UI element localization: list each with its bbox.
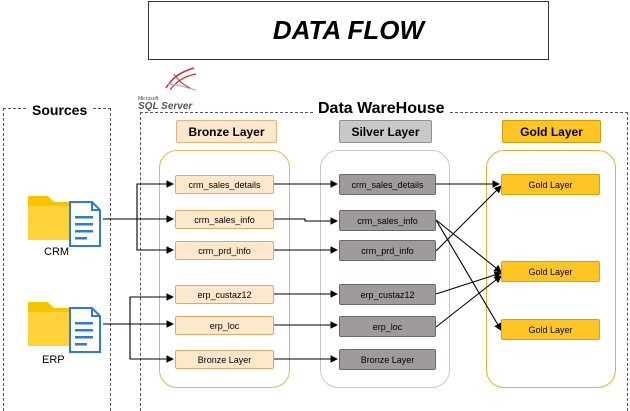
connector-crm-to-crm-sales-details	[103, 180, 175, 220]
bronze-node-crm-prd-info: crm_prd_info	[175, 241, 274, 260]
sources-heading: Sources	[28, 102, 92, 118]
bronze-node-erp-loc: erp_loc	[175, 316, 274, 335]
page-title: DATA FLOW	[148, 1, 549, 60]
connector-silver-to-gold-6	[435, 275, 502, 328]
bronze-node-bronze-layer: Bronze Layer	[175, 350, 274, 369]
bronze-layer-heading: Bronze Layer	[176, 120, 277, 143]
bronze-node-crm-sales-info: crm_sales_info	[175, 210, 274, 229]
connector-erp-to-erp-custaz12	[103, 293, 175, 325]
silver-node-crm-prd-info: crm_prd_info	[339, 240, 436, 261]
erp-label: ERP	[42, 354, 65, 366]
silver-node-erp-custaz12: erp_custaz12	[339, 284, 436, 305]
silver-node-crm-sales-info: crm_sales_info	[339, 210, 436, 231]
crm-label: CRM	[44, 246, 70, 258]
erp-source: ERP	[26, 298, 104, 368]
silver-layer-heading: Silver Layer	[339, 120, 432, 143]
connector-silver-to-gold-5	[435, 271, 503, 295]
bronze-node-erp-custaz12: erp_custaz12	[175, 285, 274, 304]
connector-silver-to-gold-2	[435, 219, 502, 273]
gold-node-3: Gold Layer	[501, 319, 600, 340]
connector-erp-to-bronze-layer	[103, 323, 175, 363]
connector-crm-to-crm-prd-info	[103, 218, 175, 254]
data-warehouse-heading: Data WareHouse	[313, 100, 450, 118]
silver-node-crm-sales-details: crm_sales_details	[339, 174, 436, 195]
connector-silver-to-gold-4	[435, 185, 502, 252]
folder-document-icon	[28, 196, 101, 247]
folder-document-icon	[28, 302, 101, 353]
gold-node-1: Gold Layer	[501, 174, 600, 195]
bronze-node-crm-sales-details: crm_sales_details	[175, 175, 274, 194]
silver-node-bronze-layer: Bronze Layer	[339, 349, 436, 370]
sql-server-logo-small-text: Microsoft	[138, 96, 159, 102]
sql-server-icon	[165, 67, 197, 91]
connector-bronze-to-silver-2	[274, 217, 339, 225]
crm-source: CRM	[26, 192, 104, 262]
sql-server-logo-text: SQL Server	[138, 101, 193, 112]
silver-node-erp-loc: erp_loc	[339, 316, 436, 337]
gold-node-2: Gold Layer	[501, 261, 600, 282]
sql-server-logo: Microsoft SQL Server	[136, 66, 208, 112]
connector-silver-to-gold-3	[435, 219, 502, 331]
gold-layer-heading: Gold Layer	[502, 120, 601, 143]
